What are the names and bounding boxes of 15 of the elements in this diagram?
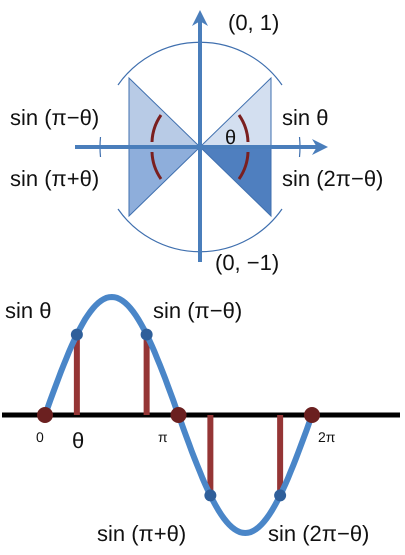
formula-label: sin (π+θ) <box>97 523 186 545</box>
formula-label: sin θ <box>282 107 328 129</box>
formula-label: sin (2π−θ) <box>268 523 370 545</box>
formula-label: θ <box>72 430 84 452</box>
formula-label: sin (π−θ) <box>153 300 242 322</box>
formula-label: (0, −1) <box>215 252 280 274</box>
formula-label: sin θ <box>5 300 52 322</box>
formula-label: θ <box>225 128 236 148</box>
tick-label: 2π <box>318 430 336 444</box>
tick-label: π <box>158 430 168 444</box>
tick-label: 0 <box>36 430 44 444</box>
formula-label: sin (π−θ) <box>10 107 100 129</box>
formula-label: sin (2π−θ) <box>282 168 384 190</box>
formula-label: (0, 1) <box>228 12 280 34</box>
formula-label: sin (π+θ) <box>10 168 100 190</box>
